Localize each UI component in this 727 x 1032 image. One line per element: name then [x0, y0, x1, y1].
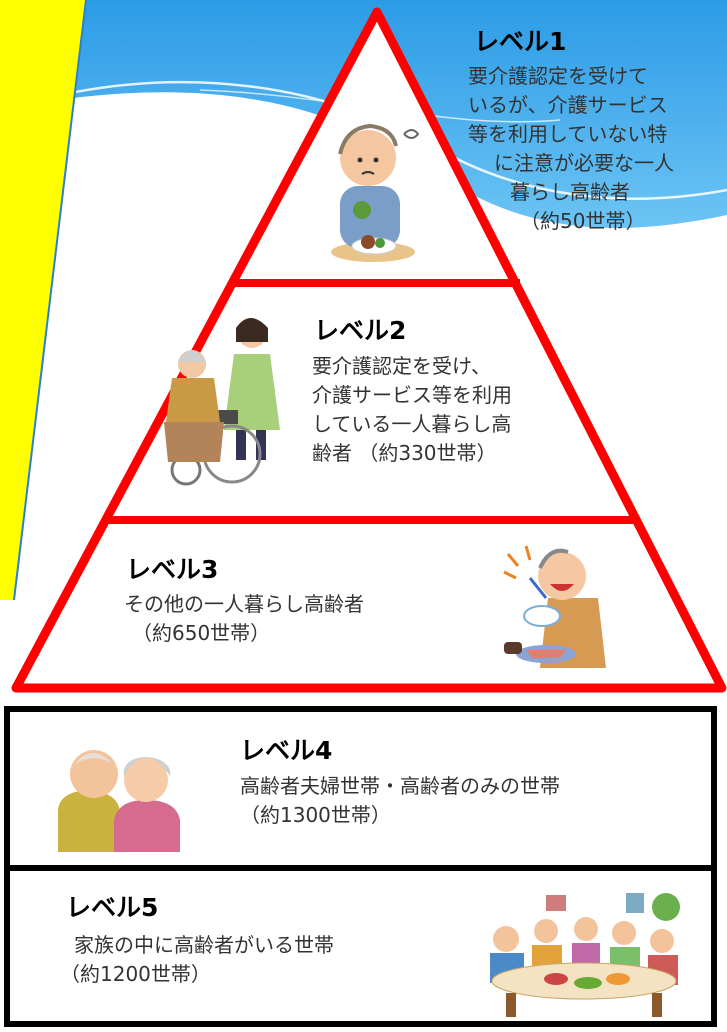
- level2-description: 要介護認定を受け、 介護サービス等を利用 している一人暮らし高 齢者 （約330…: [312, 352, 572, 468]
- level3-line: その他の一人暮らし高齢者: [124, 592, 364, 616]
- level3-line: （約650世帯）: [132, 621, 271, 645]
- illustration-level3-icon: [503, 545, 606, 668]
- level5-line: 家族の中に高齢者がいる世帯: [74, 933, 334, 957]
- level4-box: レベル4 高齢者夫婦世帯・高齢者のみの世帯 （約1300世帯）: [4, 706, 717, 871]
- level2-line: している一人暮らし高: [312, 412, 512, 436]
- level1-title: レベル1: [474, 27, 567, 56]
- yellow-band: [0, 0, 86, 600]
- level1-line: 暮らし高齢者: [510, 180, 630, 204]
- svg-text:·: ·: [358, 265, 360, 271]
- level1-line: に注意が必要な一人: [494, 151, 674, 175]
- level3-title: レベル3: [126, 555, 219, 584]
- level1-line: いるが、介護サービス: [468, 93, 668, 117]
- illustration-level2-icon: [164, 318, 280, 486]
- level2-line: 介護サービス等を利用: [312, 383, 512, 407]
- illustration-level5-icon: [490, 893, 680, 1017]
- level3-description: その他の一人暮らし高齢者 （約650世帯）: [124, 590, 464, 648]
- level2-title: レベル2: [314, 316, 407, 345]
- level5-title: レベル5: [66, 893, 159, 922]
- level1-line: （約50世帯）: [520, 209, 646, 233]
- level5-description: 家族の中に高齢者がいる世帯 （約1200世帯）: [60, 931, 460, 989]
- level1-line: 要介護認定を受けて: [468, 64, 648, 88]
- level5-line: （約1200世帯）: [60, 962, 211, 986]
- illustration-level4-icon: [58, 750, 180, 852]
- level4-title: レベル4: [240, 736, 333, 765]
- illustration-level1-icon: ·: [331, 123, 420, 271]
- level2-line: 齢者 （約330世帯）: [312, 441, 497, 465]
- level4-description: 高齢者夫婦世帯・高齢者のみの世帯 （約1300世帯）: [240, 772, 700, 830]
- level4-line: 高齢者夫婦世帯・高齢者のみの世帯: [240, 774, 560, 798]
- level2-line: 要介護認定を受け、: [312, 354, 491, 378]
- level4-line: （約1300世帯）: [240, 803, 391, 827]
- level1-line: 等を利用していない特: [468, 122, 668, 146]
- level5-box: レベル5 家族の中に高齢者がいる世帯 （約1200世帯）: [4, 865, 717, 1027]
- yellow-band-edge: [13, 0, 87, 601]
